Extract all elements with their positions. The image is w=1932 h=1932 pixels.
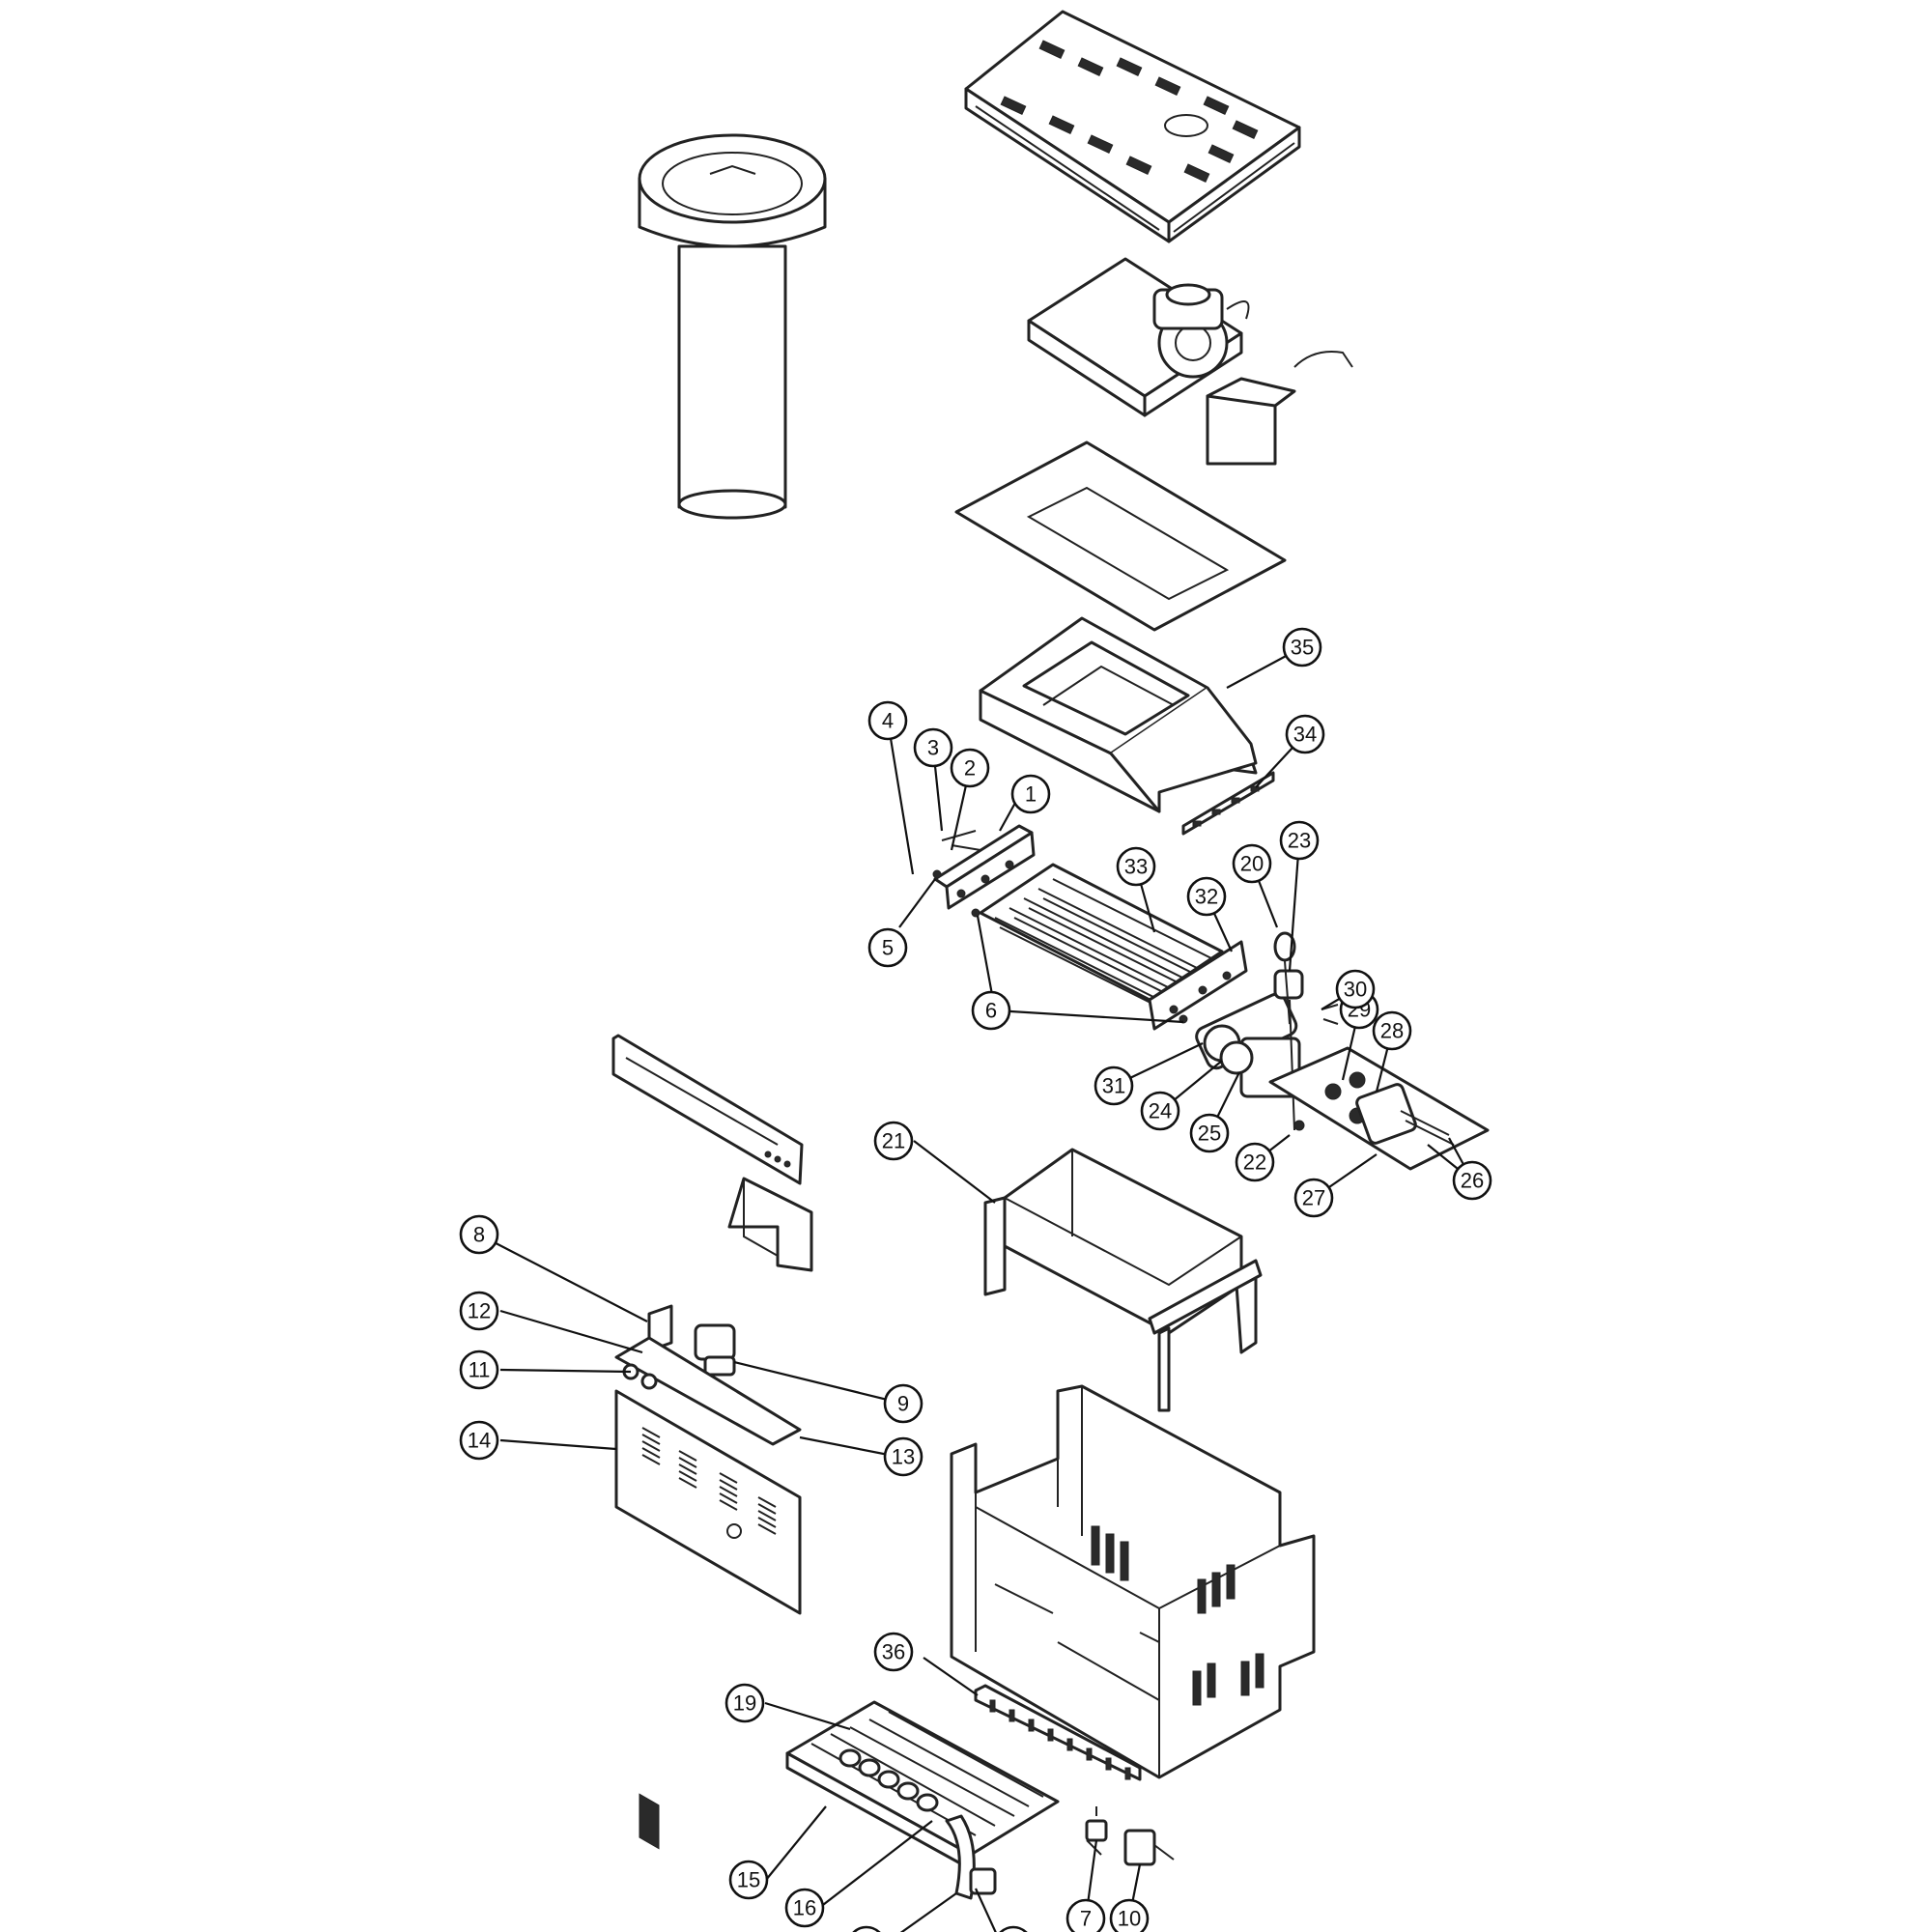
callout-25: 25 [1189, 1113, 1230, 1153]
callout-5: 5 [867, 927, 908, 968]
callout-33: 33 [1116, 846, 1156, 887]
callout-24: 24 [1140, 1091, 1180, 1131]
callout-label: 30 [1344, 978, 1367, 1002]
front-panel [614, 1389, 802, 1850]
callout-label: 15 [737, 1868, 760, 1892]
callout-2: 2 [950, 748, 990, 788]
callout-label: 26 [1461, 1169, 1484, 1193]
callout-label: 24 [1149, 1099, 1172, 1123]
heat-exchanger [979, 863, 1248, 1031]
callout-label: 3 [927, 736, 939, 760]
callout-label: 11 [469, 1358, 491, 1382]
igniter-parts [1085, 1806, 1175, 1866]
callout-label: 8 [473, 1223, 485, 1247]
callout-label: 1 [1025, 782, 1037, 807]
gasket-plate [954, 440, 1287, 632]
callout-label: 6 [985, 999, 997, 1023]
callout-1: 1 [1010, 774, 1051, 814]
callout-13: 13 [883, 1436, 923, 1477]
callout-8: 8 [459, 1214, 499, 1255]
blower-assembly [1027, 257, 1353, 466]
callout-16: 16 [784, 1888, 825, 1928]
manifold-bar [974, 1684, 1142, 1781]
callout-10: 10 [1109, 1898, 1150, 1932]
burner-tray [785, 1700, 1060, 1900]
callout-4: 4 [867, 700, 908, 741]
callout-label: 13 [892, 1445, 915, 1469]
callout-label: 31 [1102, 1074, 1125, 1098]
callout-19: 19 [724, 1683, 765, 1723]
callout-label: 9 [897, 1392, 909, 1416]
callout-label: 2 [964, 756, 976, 781]
callout-label: 7 [1080, 1907, 1092, 1931]
callout-label: 20 [1240, 852, 1264, 876]
callout-label: 36 [882, 1640, 905, 1664]
vent-stack [638, 133, 827, 520]
callout-15: 15 [728, 1860, 769, 1900]
callout-9: 9 [883, 1383, 923, 1424]
callout-label: 22 [1243, 1151, 1266, 1175]
callout-label: 19 [733, 1691, 756, 1716]
callout-label: 28 [1380, 1019, 1404, 1043]
callout-31: 31 [1094, 1065, 1134, 1106]
callout-6: 6 [971, 990, 1011, 1031]
callout-20: 20 [1232, 843, 1272, 884]
callout-17: 17 [852, 1925, 881, 1932]
callout-7: 7 [1065, 1898, 1106, 1932]
gas-valve-assembly [1195, 931, 1490, 1171]
callout-3: 3 [913, 727, 953, 768]
callout-32: 32 [1186, 876, 1227, 917]
callout-34: 34 [1285, 714, 1325, 754]
callout-label: 14 [468, 1429, 491, 1453]
callout-label: 35 [1291, 636, 1314, 660]
callout-label: 4 [882, 709, 894, 733]
callout-30: 30 [1335, 969, 1376, 1009]
callout-label: 23 [1288, 829, 1311, 853]
callout-35: 35 [1282, 627, 1322, 668]
callout-36: 36 [873, 1632, 914, 1672]
leader-lines [478, 646, 1473, 1932]
callout-11: 11 [459, 1350, 499, 1390]
callout-23: 23 [1279, 820, 1320, 861]
cabinet [950, 1384, 1316, 1779]
callout-label: 33 [1124, 855, 1148, 879]
callout-21: 21 [873, 1121, 914, 1161]
callout-18: 18 [999, 1925, 1028, 1932]
baffle-strip [1181, 771, 1275, 836]
callout-label: 12 [468, 1299, 491, 1323]
callout-label: 5 [882, 936, 894, 960]
callout-22: 22 [1235, 1142, 1275, 1182]
callout-label: 32 [1195, 885, 1218, 909]
combustion-frame [983, 1148, 1263, 1412]
top-cover [964, 10, 1301, 243]
callout-label: 34 [1293, 723, 1317, 747]
callout-label: 25 [1198, 1122, 1221, 1146]
flue-collector [979, 616, 1258, 813]
callout-27: 27 [1293, 1178, 1334, 1218]
callout-label: 10 [1118, 1907, 1141, 1931]
callout-14: 14 [459, 1420, 499, 1461]
callout-26: 26 [1452, 1160, 1492, 1201]
header-assembly [932, 824, 1036, 918]
callout-28: 28 [1372, 1010, 1412, 1051]
callout-label: 21 [882, 1129, 905, 1153]
callout-label: 16 [793, 1896, 816, 1920]
callout-label: 27 [1302, 1186, 1325, 1210]
callout-12: 12 [459, 1291, 499, 1331]
control-box [614, 1304, 802, 1446]
control-bezel [611, 1034, 813, 1272]
